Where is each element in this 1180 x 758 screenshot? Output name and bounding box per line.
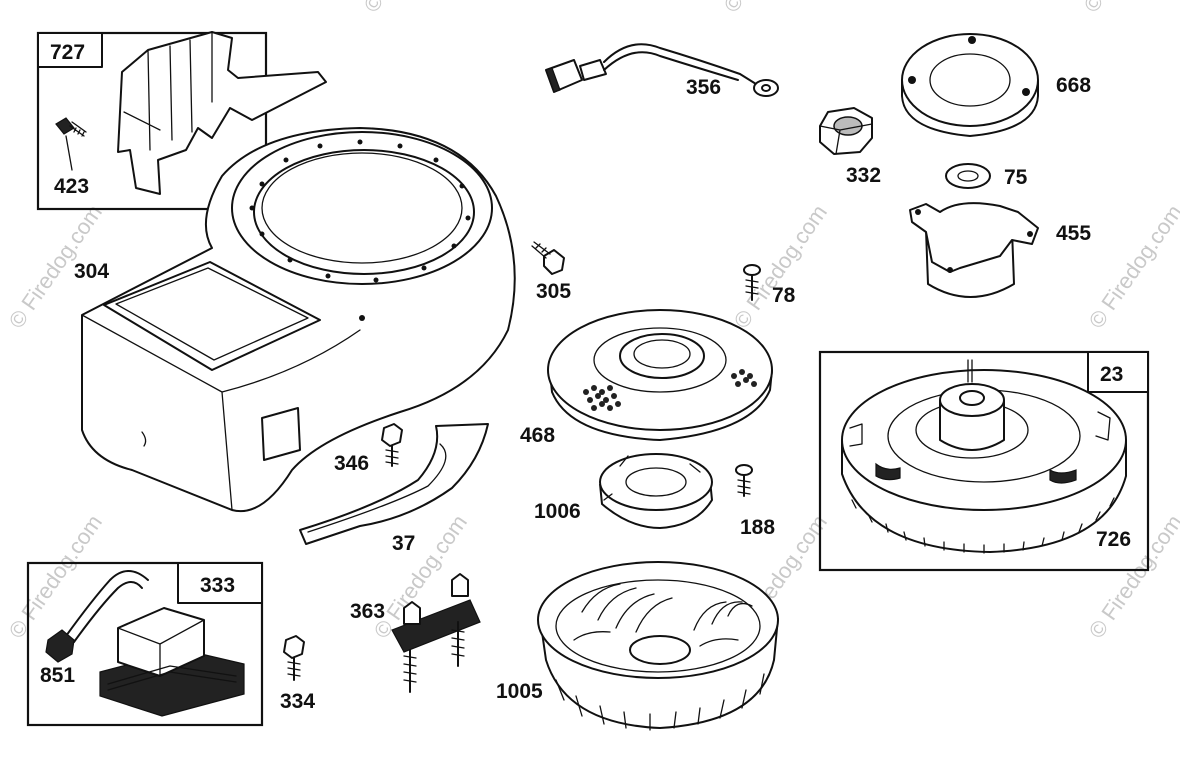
- label-363: 363: [350, 600, 385, 623]
- bolt-346: [381, 423, 403, 467]
- label-23: 23: [1100, 363, 1123, 386]
- label-668: 668: [1056, 74, 1091, 97]
- screw-188: [735, 464, 753, 497]
- washer-75: [945, 163, 991, 189]
- label-75: 75: [1004, 166, 1028, 189]
- label-37: 37: [392, 532, 415, 555]
- label-334: 334: [280, 690, 315, 713]
- screw-423: [55, 117, 87, 171]
- label-727: 727: [50, 41, 85, 64]
- label-356: 356: [686, 76, 721, 99]
- cup-455: [909, 202, 1039, 298]
- label-851: 851: [40, 664, 75, 687]
- watermark: © Firedog.com: [1084, 200, 1180, 333]
- fan-1005: [537, 561, 779, 731]
- label-78: 78: [772, 284, 796, 307]
- label-1005: 1005: [496, 680, 543, 703]
- part-333-armature: [26, 561, 264, 727]
- label-305: 305: [536, 280, 571, 303]
- part-labels: 727 423 304 305 356 668 332 75 455 78 46…: [40, 41, 1131, 713]
- watermark: © Firedog.com: [729, 200, 832, 333]
- ratchet-1006: [599, 453, 713, 529]
- label-332: 332: [846, 164, 881, 187]
- label-346: 346: [334, 452, 369, 475]
- label-423: 423: [54, 175, 89, 198]
- wire-356: [545, 43, 779, 97]
- watermark: © Firedog.com: [1079, 0, 1180, 17]
- guide-37: [299, 423, 489, 545]
- label-1006: 1006: [534, 500, 581, 523]
- label-726: 726: [1096, 528, 1131, 551]
- plate-668: [901, 33, 1039, 137]
- watermark: © Firedog.com: [4, 510, 107, 643]
- label-304: 304: [74, 260, 109, 283]
- part-727-air-guide: [36, 31, 327, 211]
- part-23-flywheel: [818, 350, 1150, 572]
- screw-78: [743, 264, 761, 301]
- bolt-305: [531, 241, 565, 275]
- watermark: © Firedog.com: [719, 0, 822, 17]
- label-188: 188: [740, 516, 775, 539]
- label-468: 468: [520, 424, 555, 447]
- label-333: 333: [200, 574, 235, 597]
- nut-332: [819, 107, 873, 155]
- watermark: © Firedog.com: [359, 0, 462, 17]
- housing-bolt-holes: [249, 139, 471, 321]
- bracket-363: [391, 573, 481, 693]
- part-304-blower-housing: [81, 127, 516, 513]
- label-455: 455: [1056, 222, 1091, 245]
- screw-334: [283, 635, 305, 681]
- screen-468: [547, 309, 773, 441]
